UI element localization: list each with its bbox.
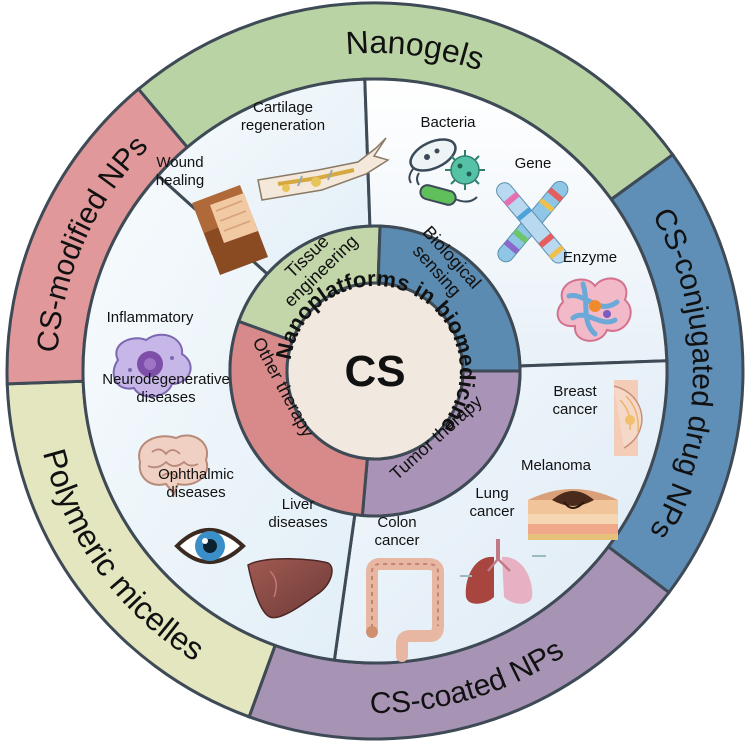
eye-icon xyxy=(174,528,246,564)
brain-icon xyxy=(138,434,209,496)
label-melanoma: Melanoma xyxy=(521,457,592,474)
lungs-icon xyxy=(460,539,546,604)
skin-melanoma-icon xyxy=(528,489,618,540)
cartilage-arm-icon xyxy=(257,137,390,201)
label-gene: Gene xyxy=(515,155,552,172)
bacteria-icon xyxy=(408,138,478,206)
center-disk xyxy=(285,281,465,461)
breast-icon xyxy=(613,380,643,456)
enzyme-icon xyxy=(556,277,632,342)
colon-icon xyxy=(366,558,444,662)
macrophage-cell-icon xyxy=(112,333,192,398)
label-inflammatory: Inflammatory xyxy=(107,309,194,326)
center-title: CS xyxy=(344,347,405,396)
bandage-icon xyxy=(192,185,268,275)
label-enzyme: Enzyme xyxy=(563,249,617,266)
label-bacteria: Bacteria xyxy=(420,114,476,131)
liver-icon xyxy=(247,558,333,619)
virus-icon xyxy=(445,150,485,190)
chromosome-icon xyxy=(496,180,569,264)
